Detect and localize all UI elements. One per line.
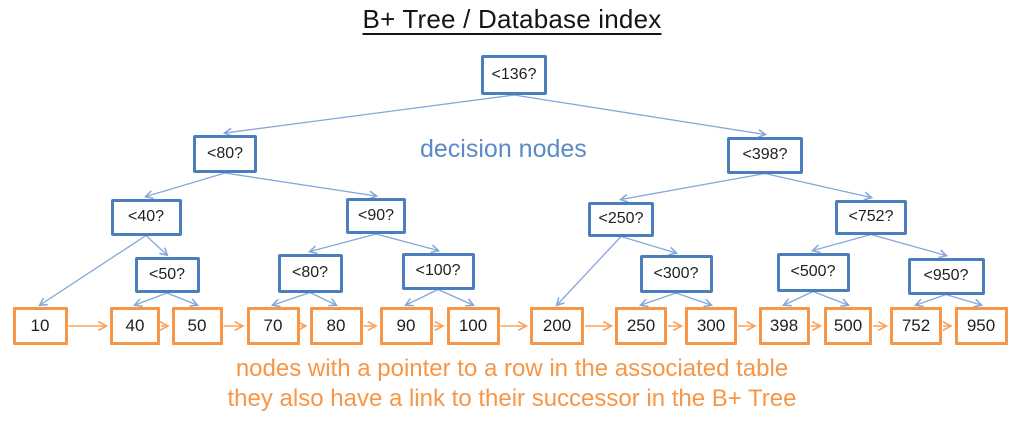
edge-n950-l950 [945,293,984,308]
decision-node-50: <50? [134,257,200,293]
page-title: B+ Tree / Database index [362,4,662,34]
decision-node-80: <80? [193,135,257,173]
edge-n80b-l70 [270,291,311,308]
decision-nodes-label: decision nodes [420,135,587,163]
leaf-node-300: 300 [685,307,737,345]
edge-n40-l10 [38,234,147,307]
edge-n752-n950 [870,233,949,259]
edge-n90-n100 [375,233,441,254]
leaf-caption-line1: nodes with a pointer to a row in the ass… [235,355,789,382]
edge-n950-l752 [913,293,947,308]
leaf-node-200: 200 [530,307,584,345]
leaf-node-752: 752 [890,307,942,345]
leaf-node-950: 950 [954,307,1008,345]
edge-n752-n500 [810,233,872,254]
edge-n136-n80a [222,94,515,137]
edge-n136-n398 [513,94,768,139]
leaf-node-70: 70 [246,307,300,345]
decision-node-752: <752? [835,199,907,235]
decision-node-300: <300? [639,255,713,293]
leaf-node-50: 50 [171,307,223,345]
decision-node-950: <950? [907,257,985,295]
edge-n40-n50 [145,235,169,257]
leaf-node-80: 80 [309,307,363,345]
edge-n500-l398 [782,290,814,307]
edge-n50-l40 [132,292,168,308]
edge-n500-l500 [812,290,851,308]
edge-n90-n80b [307,233,377,255]
edge-n80b-l80 [309,291,338,307]
leaf-node-250: 250 [615,307,667,345]
decision-node-90: <90? [346,198,406,234]
leaf-node-100: 100 [446,307,500,345]
leaf-node-500: 500 [824,307,872,345]
edge-n300-l250 [638,292,677,308]
leaf-node-90: 90 [379,307,433,345]
edge-n80a-n40 [143,172,226,200]
leaf-caption-line2: they also have a link to their successor… [227,385,797,412]
edge-n50-l50 [166,292,200,307]
decision-node-80: <80? [277,253,343,293]
edge-n100-l100 [437,288,476,307]
edge-n100-l90 [404,288,439,307]
leaf-node-398: 398 [758,307,810,345]
decision-node-500: <500? [776,252,850,292]
decision-node-250: <250? [588,201,654,237]
edge-n80a-n90 [224,172,379,200]
leaf-node-40: 40 [110,307,160,345]
edge-n300-l300 [675,292,714,308]
edge-n250-n300 [620,235,679,256]
edge-n398-n250 [618,172,766,203]
decision-node-398: <398? [727,136,803,174]
decision-node-40: <40? [110,198,182,236]
decision-node-100: <100? [401,252,475,290]
edge-n250-l200 [555,236,622,307]
decision-node-136: <136? [481,55,547,95]
edge-n398-n752 [764,172,874,201]
leaf-node-10: 10 [12,307,68,345]
